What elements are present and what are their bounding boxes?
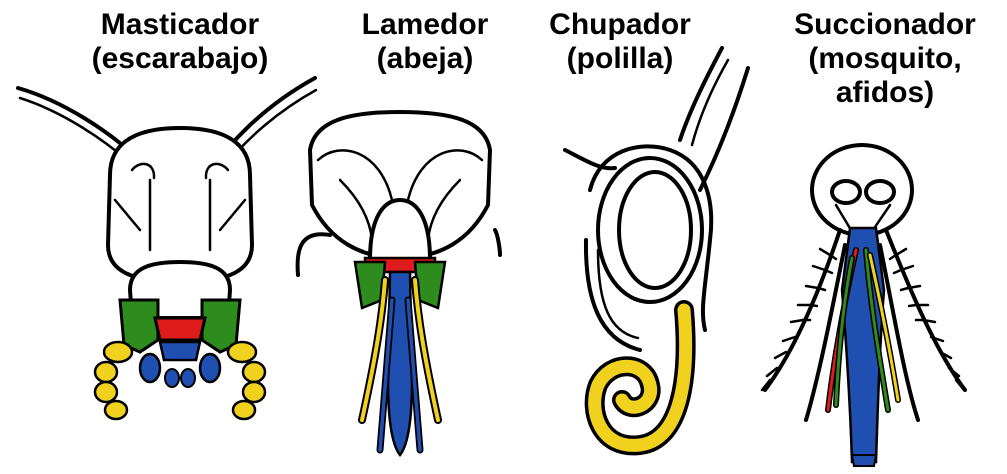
piercing-sucking-mouthparts-figure [762, 145, 965, 466]
moth-eye-inner [619, 172, 691, 288]
bee-antenna-left [298, 234, 330, 275]
lapping-mouthparts-figure [298, 112, 500, 455]
beetle-labial-palp-right [200, 354, 220, 382]
beetle-labial-lobe-right [181, 369, 195, 387]
moth-antenna-2 [700, 68, 748, 190]
mosquito-head [812, 145, 912, 235]
mosquito-eye-left [832, 181, 860, 203]
beetle-labial-lobe-left [165, 369, 179, 387]
bee-antenna-right [495, 230, 500, 255]
beetle-labrum [155, 318, 205, 340]
moth-antenna-1 [680, 48, 722, 140]
mosquito-antenna-right [886, 230, 965, 390]
siphoning-mouthparts-figure [565, 48, 748, 445]
beetle-head [108, 128, 252, 282]
mosquito-labium-tip [852, 455, 876, 466]
mosquito-eye-right [866, 181, 894, 203]
beetle-maxillary-palp-left [95, 342, 132, 419]
mosquito-antenna-left [762, 230, 840, 390]
beetle-maxillary-palp-right [228, 342, 265, 419]
beetle-labial-palp-left [140, 354, 160, 382]
chewing-mouthparts-figure [18, 78, 316, 419]
beetle-labium-center [160, 342, 200, 360]
